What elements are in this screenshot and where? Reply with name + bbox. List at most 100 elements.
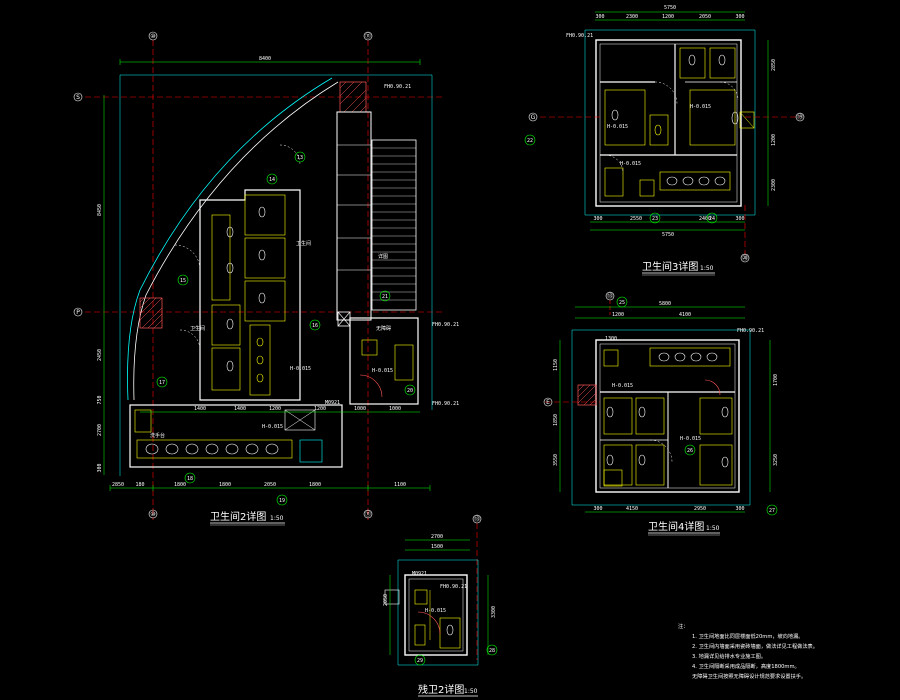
dimension-text: 1500	[431, 544, 443, 550]
dimension-text: 1200	[662, 14, 674, 20]
curved-wall	[127, 77, 333, 401]
washroom-counter	[129, 404, 343, 468]
dimension-text: 1400	[194, 406, 206, 412]
dimension-text: 3300	[491, 606, 497, 618]
dimension-text: 3550	[553, 454, 559, 466]
annotation-text: H-0.015	[290, 366, 311, 372]
dimension-text: 300	[593, 506, 602, 512]
dimension-text: 3250	[773, 454, 779, 466]
dimension-text: 300	[595, 14, 604, 20]
grid-label: P	[76, 309, 80, 316]
grid-bubble	[363, 509, 373, 519]
grid-label: ⑬	[607, 292, 613, 300]
annotation-text: M0921	[325, 400, 340, 406]
dimension-text: 1800	[309, 482, 321, 488]
dimension-text: 2050	[699, 14, 711, 20]
drawing-title: 卫生间4详图	[648, 520, 704, 533]
annotation-text: 洗手台	[150, 432, 165, 439]
accessible-toilet-2-detail-drawing: ⑬ 2700 1500 2050 3300 FH0.90.21 M0921 H-…	[383, 514, 498, 697]
dimension-text: 2450	[97, 349, 103, 361]
drawing-scale: 1:50	[700, 265, 714, 272]
drawing-title: 卫生间3详图	[642, 260, 698, 273]
toilet-2-detail-drawing: ⑩ ⑪ ⑩ ⑪ S P 8400 8450 2450 750 2700 300	[73, 31, 459, 526]
grid-bubble	[795, 112, 805, 122]
note-item: 4. 卫生间隔断采用成品隔断，高度1800mm。	[692, 662, 800, 670]
dimension-text: 300	[735, 14, 744, 20]
dimension-text: 5750	[664, 5, 676, 11]
general-notes: 注： 1. 卫生间地面比同层楼面低20mm，坡向地漏。 2. 卫生间内墙面采用瓷…	[678, 622, 818, 680]
dimension-text: 2300	[771, 179, 777, 191]
drawing-scale: 1:50	[464, 688, 478, 695]
callout-number: 18	[187, 476, 193, 482]
callout-number: 21	[382, 294, 388, 300]
grid-label: ⑪	[365, 32, 371, 40]
dimension-text: 1200	[771, 134, 777, 146]
dimension-text: 300	[735, 216, 744, 222]
toilet-3-detail-drawing: 5750 300 2300 1200 2050 300	[524, 5, 805, 276]
dimension-text: 1400	[234, 406, 246, 412]
toilet-4-detail-drawing: ⑬ 5800 1200 4100	[543, 291, 779, 536]
dimension-text: 1700	[773, 374, 779, 386]
dimension-text: 2850	[112, 482, 124, 488]
dimension-text: 180	[135, 482, 144, 488]
annotation-text: FH0.90.21	[566, 33, 593, 39]
dimension-text: 2050	[264, 482, 276, 488]
grid-label: E	[546, 399, 550, 406]
annotation-text: 卫生间	[190, 325, 205, 332]
grid-bubble	[605, 291, 615, 301]
annotation-text: FH0.90.21	[440, 584, 467, 590]
dimension-text: 1800	[219, 482, 231, 488]
drawing-title: 残卫2详图	[418, 683, 464, 696]
dimension-text: 4150	[626, 506, 638, 512]
dimension-text: 300	[593, 216, 602, 222]
annotation-text: H-0.015	[425, 608, 446, 614]
grid-bubble	[472, 514, 482, 524]
dimension-text: 300	[735, 506, 744, 512]
drawing-title: 卫生间2详图	[210, 510, 266, 523]
dimension-text: 1200	[612, 312, 624, 318]
dimension-text: 2950	[694, 506, 706, 512]
annotation-text: 1300	[605, 336, 617, 342]
annotation-text: 卫生间	[296, 240, 311, 247]
callout-number: 14	[269, 177, 275, 183]
annotation-text: FH0.90.21	[384, 84, 411, 90]
callout-number: 19	[279, 498, 285, 504]
dimension-text: 4100	[679, 312, 691, 318]
annotation-text: FH0.90.21	[737, 328, 764, 334]
dimension-text: 2850	[771, 59, 777, 71]
annotation-text: M0921	[412, 571, 427, 577]
annotation-text: H-0.015	[372, 368, 393, 374]
drawing-scale: 1:50	[706, 525, 720, 532]
annotation-text: H-0.015	[612, 383, 633, 389]
dimension-text: 750	[97, 395, 103, 404]
grid-bubble	[148, 31, 158, 41]
notes-heading: 注：	[678, 622, 688, 630]
callout-number: 22	[527, 138, 533, 144]
annotation-text: H-0.015	[680, 436, 701, 442]
grid-label: ⑳	[742, 254, 748, 262]
annotation-text: FH0.90.21	[432, 322, 459, 328]
callout-number: 28	[489, 648, 495, 654]
grid-bubble	[528, 112, 538, 122]
callout-number: 13	[297, 155, 303, 161]
dimension-text: 2700	[97, 424, 103, 436]
dimension-text: 5800	[659, 301, 671, 307]
dimension-text: 1850	[553, 414, 559, 426]
grid-bubble	[73, 92, 83, 102]
grid-bubble	[148, 509, 158, 519]
dimension-text: 1200	[314, 406, 326, 412]
grid-label: ⑪	[365, 510, 371, 518]
grid-label: ⑩	[150, 511, 155, 518]
callout-number: 26	[687, 448, 693, 454]
grid-label: ⑬	[474, 515, 480, 523]
grid-label: ⑲	[797, 113, 803, 121]
annotation-text: FH0.90.21	[432, 401, 459, 407]
note-item: 1. 卫生间地面比同层楼面低20mm，坡向地漏。	[692, 632, 804, 640]
grid-label: G	[531, 114, 536, 121]
annotation-text: H-0.015	[620, 161, 641, 167]
dimension-text: 1100	[394, 482, 406, 488]
note-item: 无障碍卫生间按照无障碍设计规范要求设置扶手。	[692, 672, 806, 680]
toilet-3-outer-wall	[595, 39, 742, 207]
callout-number: 29	[417, 658, 423, 664]
